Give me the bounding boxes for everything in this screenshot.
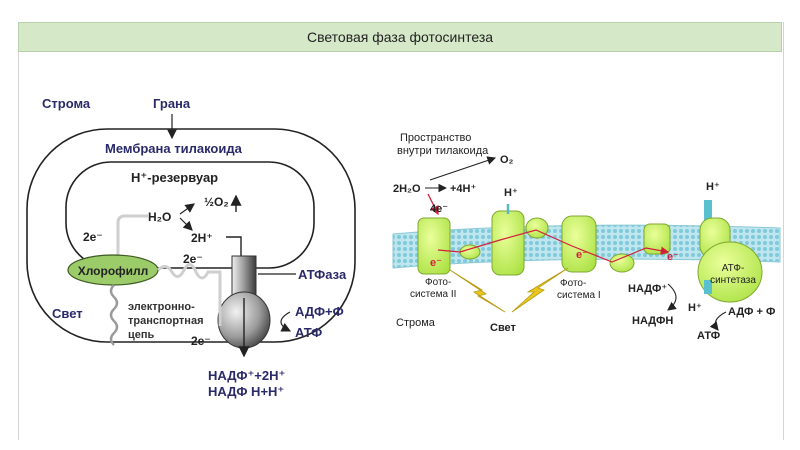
two-e-bottom-label: 2e⁻ [191,334,211,348]
o2-label: O₂ [500,154,514,166]
space-label-line2: внутри тилакоида [397,145,489,157]
nadp-plus-label: НАДФ⁺ [628,283,667,295]
nadp-label-line2: НАДФ H+H⁺ [208,384,284,399]
h-ps2-label: H⁺ [504,187,518,199]
light-label: Свет [490,322,517,334]
synthase-label-line2: синтетаза [710,275,756,286]
e1-label: e⁻ [430,257,442,269]
cytochrome-complex [491,210,525,276]
grana-label: Грана [153,96,191,111]
e2-label: e⁻ [576,249,588,261]
atp-synthase-head [697,241,763,303]
etc-label-line2: транспортная [128,315,204,327]
light-bolt-ps1 [511,267,569,313]
nadp-reductase [643,223,671,255]
nadp-label-line1: НАДФ⁺+2H⁺ [208,368,285,383]
adp-label: АДФ + Ф [728,306,775,318]
atp-label: АТФ [295,325,322,340]
o2-arrow [429,156,497,181]
adp-to-atp-arrow [280,311,292,332]
slide-frame [18,22,784,440]
h-synthase-label: H⁺ [706,181,720,193]
thylakoid-outer-membrane [26,128,356,343]
proton-flow-line [226,236,242,258]
oxygen-label: ½O₂ [204,195,229,209]
membrane-diagram: Пространство внутри тилакоида O₂ 2H₂O +4… [392,132,781,342]
ps1-label-line2: система I [557,290,601,301]
two-e-top-label: 2e⁻ [83,230,103,244]
ps2-label-line2: система II [410,289,456,300]
water-to-oxygen-arrow [179,203,195,215]
space-label-line1: Пространство [400,132,471,144]
photosystem-i [561,215,597,273]
ps2-label-line1: Фото- [425,277,451,288]
adp-label: АДФ+Ф [295,304,344,319]
membrane-label: Мембрана тилакоида [105,141,243,156]
etc-label-line3: цепь [128,329,155,341]
etc-label-line1: электронно- [128,301,195,313]
atp-synthase-bottom [704,280,712,294]
h-stroma-label: H⁺ [688,302,702,314]
photosystem-ii [417,217,451,275]
four-h-label: +4H⁺ [450,183,476,195]
nadph-label: НАДФН [632,315,673,327]
water-label: H₂O [148,210,171,224]
adp-atp-arrow [709,311,727,331]
nadp-arrow [667,283,677,311]
four-e-arrow [427,193,439,216]
plastocyanin [525,217,549,239]
thylakoid-diagram: Строма Грана Мембрана тилакоида H⁺-резер… [26,96,356,399]
stroma-label: Строма [396,317,436,329]
synthase-label-line1: АТФ- [722,263,745,274]
water-to-proton-arrow [179,217,193,231]
electron-transport-chain [156,263,222,326]
four-e-label: 4e⁻ [430,203,448,215]
light-label: Свет [52,306,83,321]
light-wave [109,284,119,346]
atp-label: АТФ [697,330,720,342]
light-bolt-ps2 [449,269,506,313]
water-label: 2H₂O [393,183,421,195]
e3-label: e⁻ [667,251,679,263]
ps1-label-line1: Фото- [560,278,586,289]
ferredoxin [609,253,635,273]
reservoir-label: H⁺-резервуар [131,170,218,185]
chlorophyll-label: Хлорофилл [78,264,149,278]
electron-from-water [116,214,148,262]
two-e-mid-label: 2e⁻ [183,252,203,266]
slide-title: Световая фаза фотосинтеза [18,22,782,52]
proton-label: 2H⁺ [191,231,213,245]
stroma-label: Строма [42,96,91,111]
electron-path [437,229,670,263]
atpase-label: АТФаза [298,267,347,282]
thylakoid-inner-membrane [65,161,315,269]
